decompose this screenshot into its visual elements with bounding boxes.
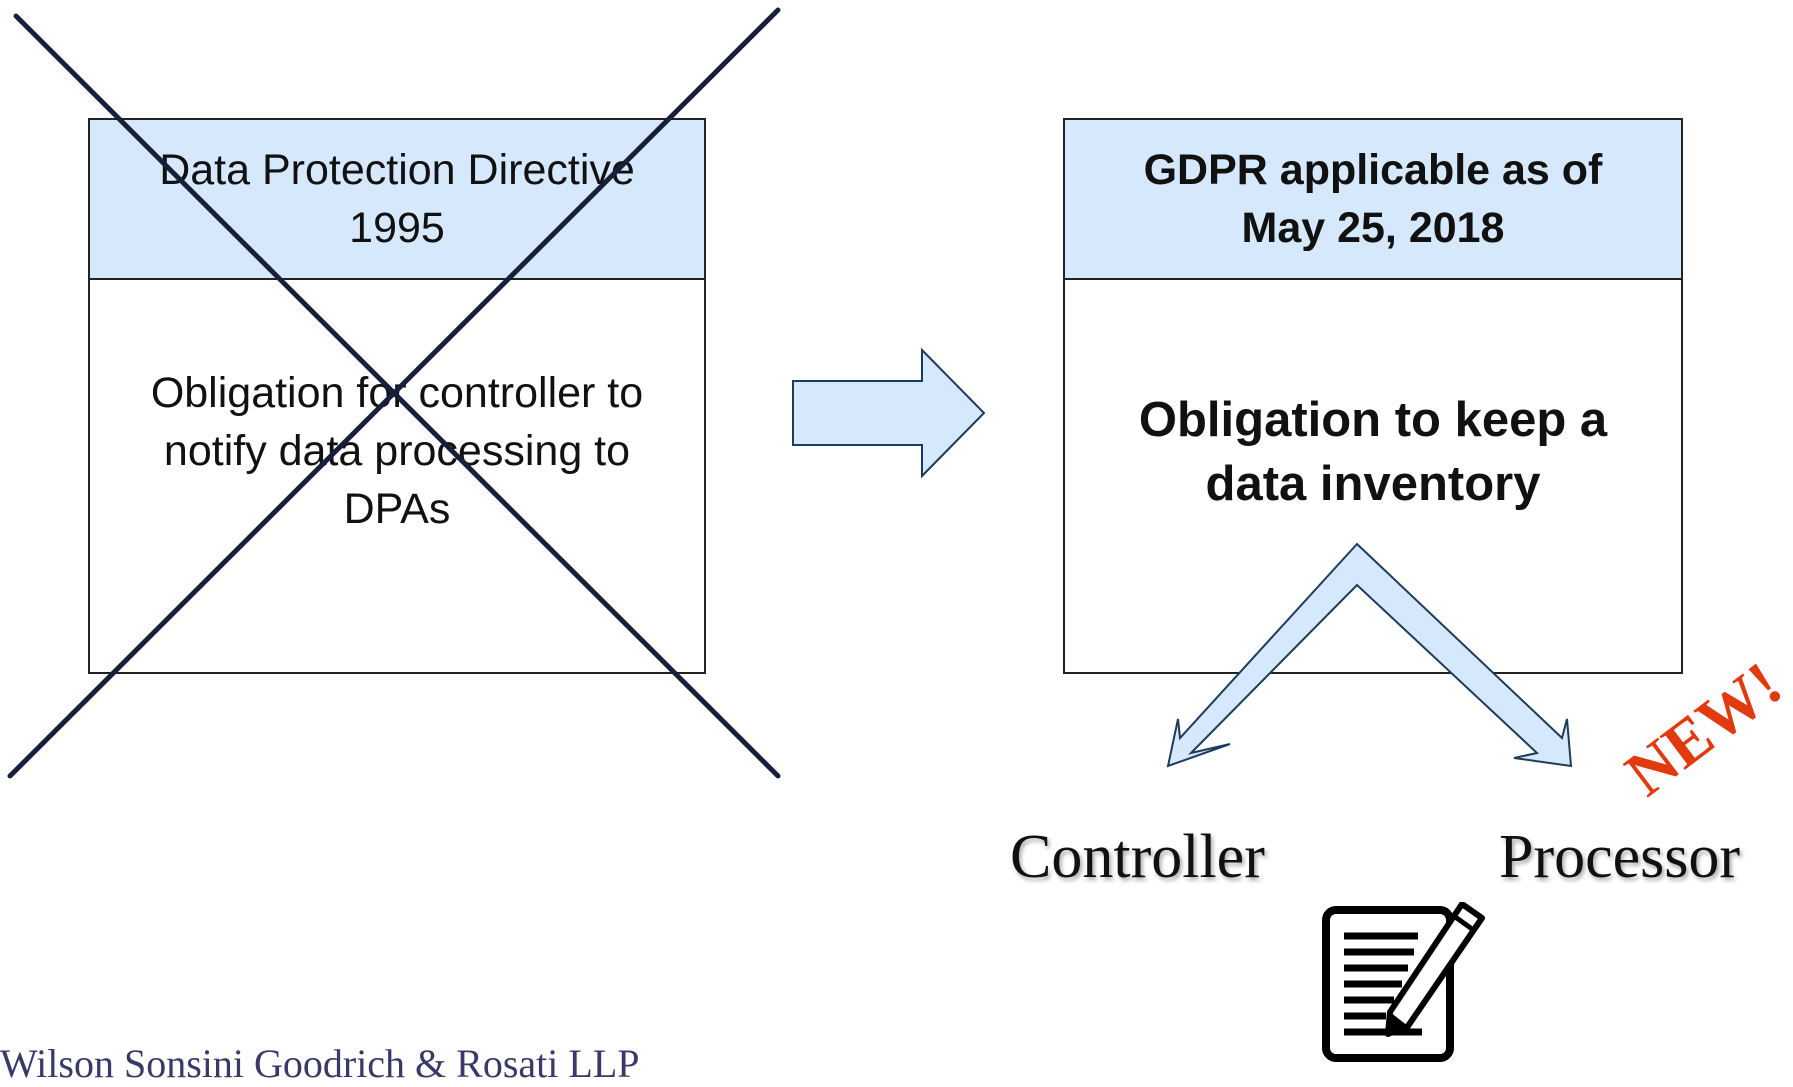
new-regime-body: Obligation to keep a data inventory bbox=[1065, 280, 1681, 672]
new-regime-title: GDPR applicable as of May 25, 2018 bbox=[1143, 146, 1603, 252]
processor-label: Processor bbox=[1499, 823, 1741, 891]
cross-out-line-2 bbox=[7, 7, 781, 779]
split-arrow bbox=[1166, 542, 1573, 768]
old-regime-box: Data Protection Directive 1995 Obligatio… bbox=[88, 118, 706, 674]
document-pen-icon bbox=[1322, 902, 1485, 1062]
transition-arrow bbox=[792, 347, 986, 479]
new-regime-box: GDPR applicable as of May 25, 2018 Oblig… bbox=[1063, 118, 1683, 674]
cross-out-line-1 bbox=[13, 13, 781, 779]
old-regime-title: Data Protection Directive 1995 bbox=[159, 146, 635, 252]
old-regime-header: Data Protection Directive 1995 bbox=[90, 120, 704, 280]
diagram-graphics bbox=[7, 7, 1573, 779]
controller-label: Controller bbox=[1010, 823, 1265, 891]
new-regime-text: Obligation to keep a data inventory bbox=[1138, 393, 1608, 511]
new-regime-header: GDPR applicable as of May 25, 2018 bbox=[1065, 120, 1681, 280]
